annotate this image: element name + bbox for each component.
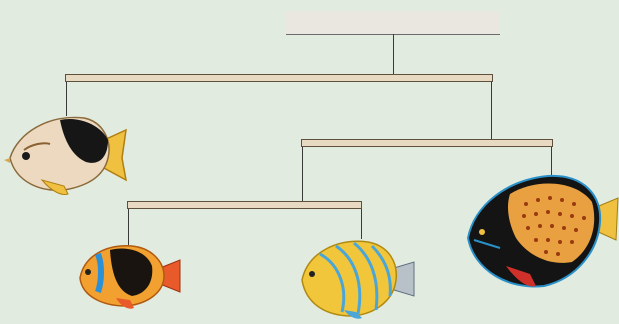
branch-to-clade-b — [302, 147, 303, 202]
branch-to-fish-2 — [128, 209, 129, 245]
clade-b-bar — [127, 201, 362, 209]
branch-to-fish-1 — [66, 82, 67, 116]
blue-striped-angelfish-icon — [301, 240, 415, 319]
root-bar — [65, 74, 493, 82]
root-stem — [393, 34, 394, 75]
butterflyfish-icon — [4, 116, 128, 195]
black-orange-angelfish-icon — [466, 174, 619, 288]
title-box — [286, 11, 500, 35]
branch-to-fish-4 — [551, 147, 552, 177]
clownfish-like-fish-icon — [79, 245, 181, 309]
branch-to-clade-a — [491, 82, 492, 140]
branch-to-fish-3 — [361, 209, 362, 239]
clade-a-bar — [301, 139, 553, 147]
